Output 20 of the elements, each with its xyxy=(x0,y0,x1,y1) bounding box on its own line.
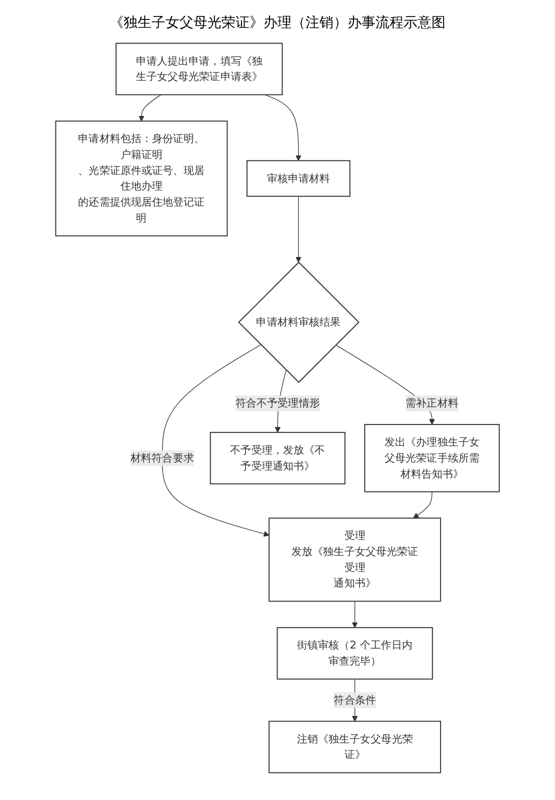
arrow xyxy=(296,196,302,262)
node-box: 不予受理，发放《不予受理通知书》 xyxy=(210,432,346,484)
node-box: 街镇审核（2 个工作日内审查完毕） xyxy=(276,627,433,680)
edge-label: 符合不予受理情形 xyxy=(235,396,320,410)
arrow xyxy=(264,94,302,161)
diagram-title: 《独生子女父母光荣证》办理（注销）办事流程示意图 xyxy=(108,14,446,32)
node-diamond: 申请材料审核结果 xyxy=(238,262,360,383)
node-box: 审核申请材料 xyxy=(246,160,350,197)
arrow xyxy=(413,491,432,518)
node-box: 申请人提出申请，填写《独生子女父母光荣证申请表》 xyxy=(116,42,283,96)
edge-label: 符合条件 xyxy=(334,694,376,706)
node-box: 注销《独生子女父母光荣证》 xyxy=(268,720,442,774)
arrow xyxy=(138,94,162,122)
node-box: 受理 发放《独生子女父母光荣证受理通知书》 xyxy=(268,518,442,602)
edge-label: 材料符合要求 xyxy=(130,452,194,464)
edge-label: 需补正材料 xyxy=(406,396,458,410)
node-box: 发出《办理独生子女父母光荣证手续所需材料告知书》 xyxy=(364,424,500,492)
arrow xyxy=(162,344,270,537)
node-box: 申请材料包括：身份证明、户籍证明、光荣证原件或证号、现居住地办理的还需提供现居住地登记证明 xyxy=(55,120,228,236)
arrow xyxy=(352,600,358,628)
